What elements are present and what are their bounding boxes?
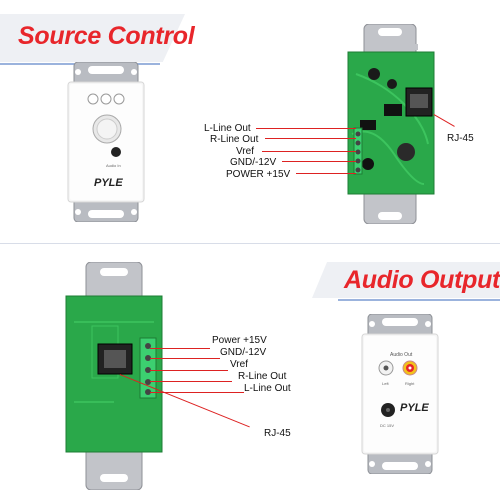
source-panel-caption: Audio In [106,163,121,168]
top-rj45-label: RJ-45 [447,133,474,144]
bottom-leader-2 [150,358,220,359]
bottom-label-power: Power +15V [212,335,267,346]
rca-left-jack-icon [378,360,394,376]
bottom-label-vref: Vref [230,359,248,370]
audio-out-title: Audio Out [390,352,413,358]
bottom-pcb-board [65,262,163,490]
source-control-title: Source Control [18,22,195,50]
bottom-leader-1 [150,348,210,349]
top-label-power: POWER +15V [226,169,291,180]
top-leader-3 [262,151,356,152]
top-label-l-line-out: L-Line Out [204,123,251,134]
top-label-r-line-out: R-Line Out [210,134,259,145]
audio-output-wallplate [361,314,439,474]
source-control-buttons [87,93,125,105]
bottom-leader-5 [150,392,244,393]
audio-output-title: Audio Output [344,266,500,294]
bottom-leader-3 [150,370,228,371]
top-pcb-board [347,24,435,224]
bottom-banner-divider [338,299,500,301]
rca-right-jack-icon [402,360,418,376]
mid-divider [0,243,500,244]
top-label-gnd: GND/-12V [230,157,277,168]
top-leader-4 [282,161,356,162]
dc-jack-label: DC 15V [380,423,395,428]
bottom-label-r-line-out: R-Line Out [238,371,287,382]
audio-output-banner [312,262,500,298]
top-leader-5 [296,173,356,174]
top-label-vref: Vref [236,146,254,157]
audio-out-brand: PYLE [400,402,429,414]
audio-in-jack-icon [111,147,121,157]
top-leader-2 [265,138,356,139]
top-leader-1 [256,128,356,129]
rca-left-label: Left [382,381,389,386]
bottom-label-gnd: GND/-12V [220,347,267,358]
volume-knob-icon [92,114,122,144]
dc-jack-icon [381,403,395,417]
bottom-rj45-label: RJ-45 [264,428,291,439]
bottom-leader-4 [150,381,232,382]
bottom-label-l-line-out: L-Line Out [244,383,291,394]
source-panel-brand: PYLE [94,177,123,189]
rca-right-label: Right [405,381,415,386]
source-control-banner [0,14,185,62]
